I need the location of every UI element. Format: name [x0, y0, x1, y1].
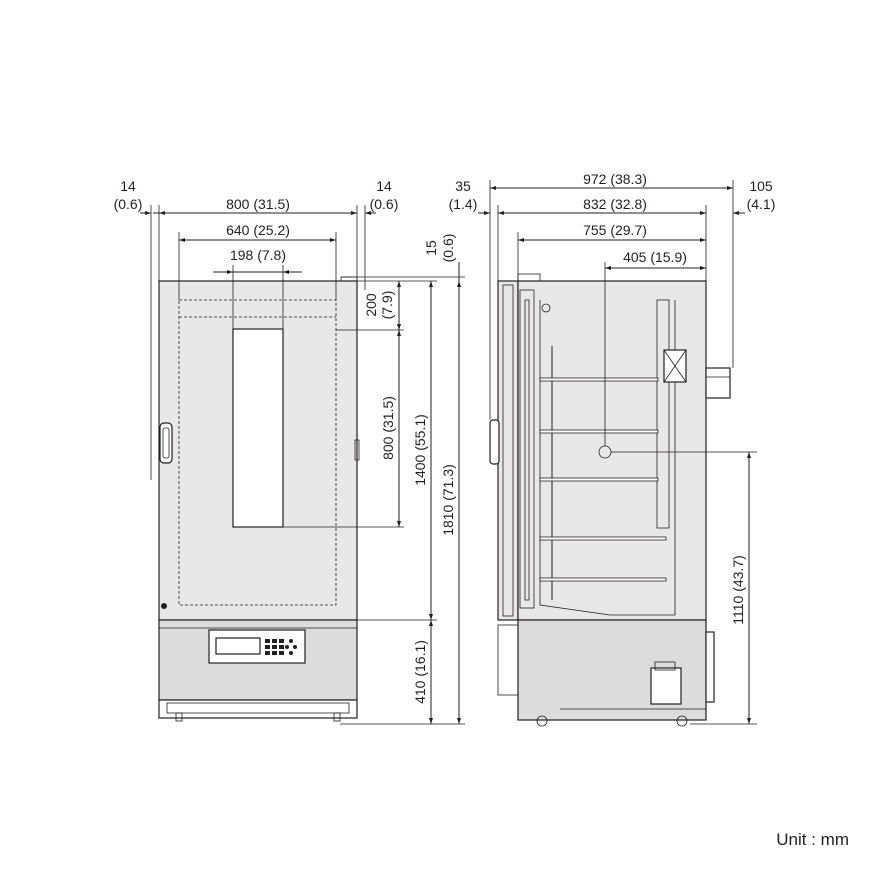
side-sensor-icon	[541, 303, 551, 313]
side-body	[517, 280, 707, 621]
side-dim-total-depth: 972 (38.3)	[583, 171, 647, 187]
side-dim-inner-depth: 755 (29.7)	[583, 222, 647, 238]
side-door	[497, 280, 519, 621]
side-base-front	[497, 624, 519, 696]
side-base-rear	[705, 631, 715, 703]
front-dim-window-height: 800 (31.5)	[380, 396, 396, 460]
front-window	[232, 328, 284, 528]
side-shelves	[539, 346, 667, 600]
side-chamber	[539, 300, 676, 616]
front-dim-200: 200	[363, 293, 379, 317]
side-door-inner	[502, 284, 514, 617]
front-handle-inner	[162, 427, 170, 459]
side-dim-105-in: (4.1)	[747, 196, 776, 212]
side-caster-front	[536, 715, 548, 727]
side-dim-35-in: (1.4)	[449, 196, 478, 212]
front-foot-left	[175, 712, 183, 722]
front-vertical-dims	[283, 262, 465, 725]
front-dim-window-width: 198 (7.8)	[230, 247, 286, 263]
control-keypad-icon	[265, 639, 297, 655]
control-display	[215, 637, 261, 655]
front-skirt-inner	[166, 702, 350, 714]
unit-label: Unit : mm	[776, 830, 849, 849]
side-horizontal-dims	[478, 180, 757, 725]
front-dim-inner-width: 640 (25.2)	[226, 222, 290, 238]
front-horizontal-dims	[140, 205, 376, 480]
front-dim-15: 15	[423, 240, 439, 256]
side-water-tank-cap	[654, 661, 676, 671]
side-rear-duct	[656, 299, 670, 529]
front-dim-200-in: (7.9)	[379, 291, 395, 320]
front-dim-door-height: 1400 (55.1)	[412, 414, 428, 486]
side-rear-pipe	[705, 367, 731, 399]
front-dim-total-height: 1810 (71.3)	[440, 464, 456, 536]
front-view: 14 (0.6) 800 (31.5) 14 (0.6) 640 (25.2) …	[114, 178, 465, 725]
front-dim-width: 800 (31.5)	[226, 196, 290, 212]
front-skirt	[158, 699, 358, 719]
front-dim-14-right: 14	[376, 178, 392, 194]
front-inner-boundary	[178, 299, 337, 606]
front-dim-base-height: 410 (16.1)	[412, 640, 428, 704]
side-dim-body-depth: 832 (32.8)	[583, 196, 647, 212]
side-handle	[489, 419, 500, 465]
front-foot-right	[333, 712, 341, 722]
side-top-cap	[517, 273, 541, 282]
side-caster-rear	[676, 715, 688, 727]
front-handle	[159, 422, 173, 464]
side-dim-105: 105	[749, 178, 773, 194]
side-dim-port-height: 1110 (43.7)	[730, 555, 746, 625]
front-lock-icon	[161, 603, 167, 609]
front-dim-14-left: 14	[120, 178, 136, 194]
side-water-tank	[650, 667, 682, 705]
front-hinge	[354, 439, 360, 461]
front-dim-15-in: (0.6)	[440, 234, 456, 263]
side-dim-port-depth: 405 (15.9)	[623, 249, 687, 265]
side-inner-frame	[519, 289, 535, 609]
front-dim-14-left-in: (0.6)	[114, 196, 143, 212]
side-dim-35: 35	[455, 178, 471, 194]
side-view: 35 (1.4) 972 (38.3) 105 (4.1) 832 (32.8)…	[449, 171, 776, 727]
front-dim-14-right-in: (0.6)	[370, 196, 399, 212]
side-inner-frame-rail	[524, 299, 530, 601]
